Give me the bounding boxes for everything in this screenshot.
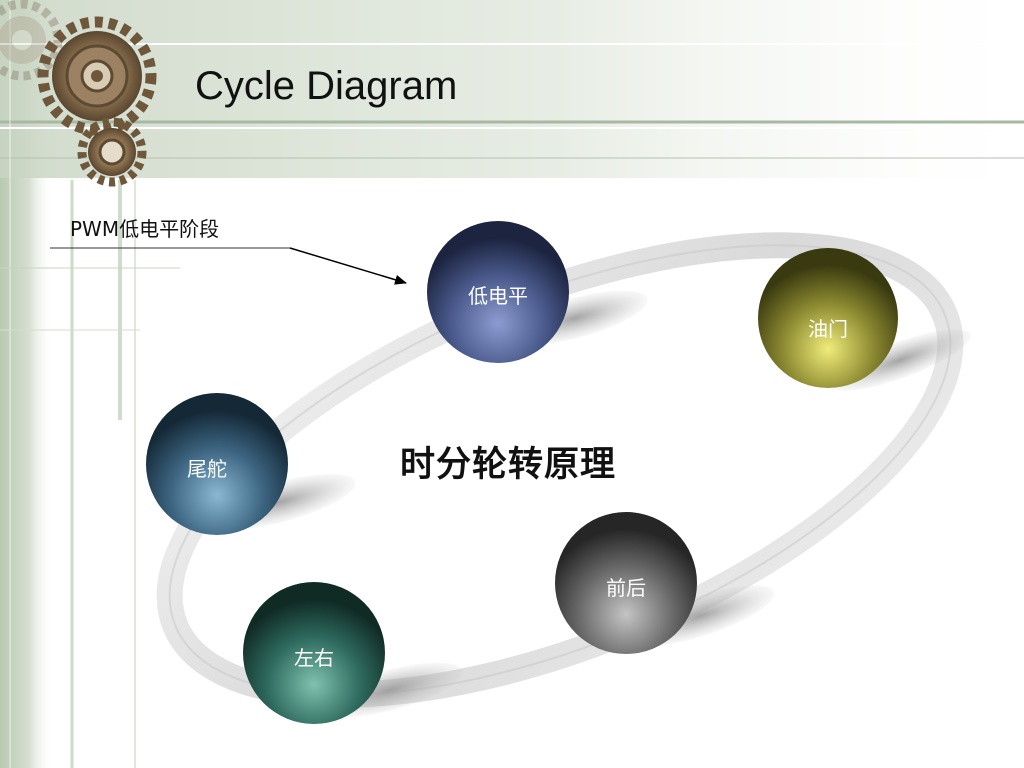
node-label-low-level: 低电平 [468,284,528,308]
node-roll-ball [243,582,385,724]
node-label-throttle: 油门 [808,317,848,341]
gear-icon-large [37,16,157,136]
callout-label: PWM低电平阶段 [70,217,220,241]
node-label-pitch: 前后 [606,576,646,600]
node-label-roll: 左右 [294,646,334,670]
node-rudder-ball [146,393,288,535]
node-pitch-ball [555,512,697,654]
node-low-level-ball [427,221,569,363]
node-throttle-ball [758,248,898,388]
gear-icon-faded [0,0,63,81]
slide-title: Cycle Diagram [195,64,458,108]
center-label: 时分轮转原理 [400,444,617,485]
node-label-rudder: 尾舵 [187,457,227,481]
callout-arrow [289,247,407,285]
gear-icon-small [77,117,147,187]
